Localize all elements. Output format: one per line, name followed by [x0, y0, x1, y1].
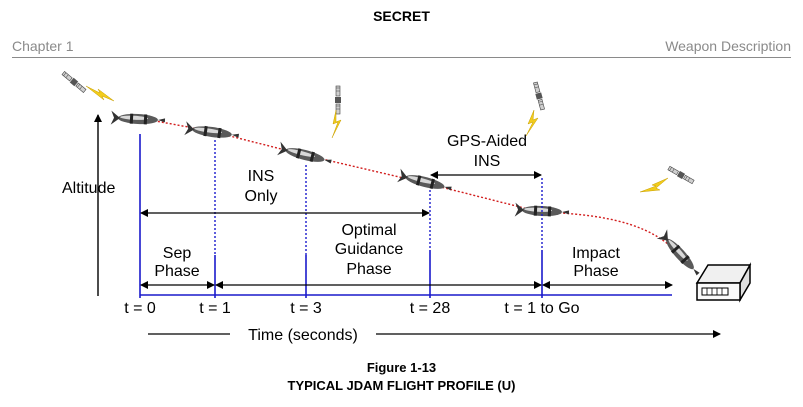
- trajectory-path: [149, 119, 669, 245]
- satellite-icon: [667, 165, 695, 185]
- time-mark-label: t = 3: [290, 300, 322, 317]
- satellite-icon: [532, 81, 546, 111]
- impact-phase-label-1: Impact: [572, 245, 621, 262]
- optimal-phase-label-2: Guidance: [335, 241, 404, 258]
- target-icon: [695, 262, 752, 303]
- time-mark-label: t = 1: [199, 300, 231, 317]
- figure-number: Figure 1-13: [366, 360, 437, 375]
- satellite-icon: [334, 85, 342, 115]
- bomb-icon: [277, 141, 333, 169]
- sep-phase-label-1: Sep: [163, 245, 192, 262]
- altitude-label: Altitude: [62, 180, 115, 197]
- time-mark-label: t = 28: [410, 300, 451, 317]
- gps-aided-label-2: INS: [474, 153, 501, 170]
- optimal-phase-label-1: Optimal: [341, 222, 396, 239]
- gps-aided-label-1: GPS-Aided: [447, 133, 527, 150]
- bomb-icon: [656, 229, 704, 279]
- chapter-header: Chapter 1: [12, 38, 74, 54]
- lightning-bolt-icon: [639, 177, 669, 193]
- time-mark-label: t = 0: [124, 300, 156, 317]
- time-axis-label: Time (seconds): [248, 327, 358, 344]
- bomb-icon: [397, 168, 453, 196]
- section-header: Weapon Description: [665, 38, 791, 54]
- ins-only-label-2: Only: [245, 188, 278, 205]
- bomb-icon: [184, 121, 240, 143]
- classification-marking: SECRET: [373, 8, 430, 24]
- optimal-phase-label-3: Phase: [346, 261, 391, 278]
- ins-only-label-1: INS: [248, 168, 275, 185]
- satellite-icon: [61, 70, 87, 94]
- lightning-bolt-icon: [331, 109, 342, 139]
- impact-phase-label-2: Phase: [573, 263, 618, 280]
- header-rule: [12, 57, 791, 58]
- figure-caption: TYPICAL JDAM FLIGHT PROFILE (U): [287, 378, 516, 393]
- sep-phase-label-2: Phase: [154, 263, 199, 280]
- bomb-icon: [110, 110, 166, 128]
- lightning-bolt-icon: [85, 85, 115, 102]
- lightning-bolt-icon: [525, 109, 539, 137]
- time-mark-label: t = 1 to Go: [504, 300, 579, 317]
